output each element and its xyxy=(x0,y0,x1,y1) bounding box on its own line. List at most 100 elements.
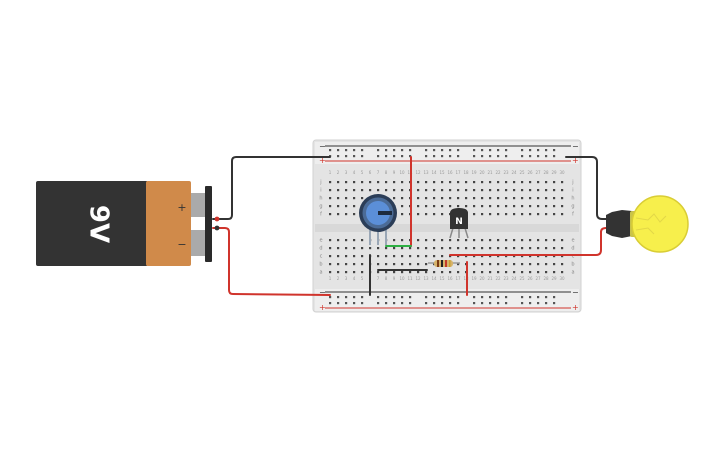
battery-terminal-minus[interactable] xyxy=(191,230,205,256)
terminal-hole[interactable] xyxy=(433,205,436,208)
rail-hole[interactable] xyxy=(337,149,340,152)
rail-hole[interactable] xyxy=(545,296,548,299)
rail-hole[interactable] xyxy=(377,155,380,158)
terminal-hole[interactable] xyxy=(369,189,372,192)
rail-hole[interactable] xyxy=(377,149,380,152)
terminal-hole[interactable] xyxy=(425,205,428,208)
terminal-hole[interactable] xyxy=(361,181,364,184)
terminal-hole[interactable] xyxy=(449,271,452,274)
breadboard-holes[interactable] xyxy=(329,149,564,305)
terminal-hole[interactable] xyxy=(489,239,492,242)
terminal-hole[interactable] xyxy=(425,263,428,266)
terminal-hole[interactable] xyxy=(489,213,492,216)
terminal-hole[interactable] xyxy=(473,197,476,200)
terminal-hole[interactable] xyxy=(481,263,484,266)
terminal-hole[interactable] xyxy=(337,247,340,250)
wire-red-battery-to-rail[interactable] xyxy=(212,227,331,296)
terminal-hole[interactable] xyxy=(481,181,484,184)
terminal-hole[interactable] xyxy=(353,239,356,242)
terminal-hole[interactable] xyxy=(505,213,508,216)
terminal-hole[interactable] xyxy=(473,271,476,274)
terminal-hole[interactable] xyxy=(505,247,508,250)
terminal-hole[interactable] xyxy=(417,197,420,200)
rail-hole[interactable] xyxy=(449,149,452,152)
rail-hole[interactable] xyxy=(361,155,364,158)
terminal-hole[interactable] xyxy=(529,205,532,208)
terminal-hole[interactable] xyxy=(481,197,484,200)
terminal-hole[interactable] xyxy=(521,271,524,274)
rail-hole[interactable] xyxy=(329,302,332,305)
rail-hole[interactable] xyxy=(441,296,444,299)
terminal-hole[interactable] xyxy=(537,255,540,258)
terminal-hole[interactable] xyxy=(385,247,388,250)
terminal-hole[interactable] xyxy=(345,205,348,208)
terminal-hole[interactable] xyxy=(425,213,428,216)
terminal-hole[interactable] xyxy=(481,205,484,208)
terminal-hole[interactable] xyxy=(369,247,372,250)
terminal-hole[interactable] xyxy=(433,189,436,192)
rail-hole[interactable] xyxy=(497,155,500,158)
terminal-hole[interactable] xyxy=(481,247,484,250)
terminal-hole[interactable] xyxy=(329,197,332,200)
terminal-hole[interactable] xyxy=(337,263,340,266)
terminal-hole[interactable] xyxy=(545,205,548,208)
terminal-hole[interactable] xyxy=(497,213,500,216)
rail-hole[interactable] xyxy=(473,155,476,158)
terminal-hole[interactable] xyxy=(553,263,556,266)
terminal-hole[interactable] xyxy=(513,205,516,208)
terminal-hole[interactable] xyxy=(425,189,428,192)
rail-hole[interactable] xyxy=(449,302,452,305)
terminal-hole[interactable] xyxy=(473,239,476,242)
rail-hole[interactable] xyxy=(353,296,356,299)
terminal-hole[interactable] xyxy=(561,205,564,208)
terminal-hole[interactable] xyxy=(337,255,340,258)
terminal-hole[interactable] xyxy=(473,213,476,216)
battery-9v[interactable]: 9V + − xyxy=(36,181,220,266)
terminal-hole[interactable] xyxy=(361,197,364,200)
terminal-hole[interactable] xyxy=(329,239,332,242)
terminal-hole[interactable] xyxy=(393,255,396,258)
terminal-hole[interactable] xyxy=(401,263,404,266)
terminal-hole[interactable] xyxy=(449,255,452,258)
terminal-hole[interactable] xyxy=(401,239,404,242)
rail-hole[interactable] xyxy=(409,296,412,299)
rail-hole[interactable] xyxy=(361,149,364,152)
rail-hole[interactable] xyxy=(545,149,548,152)
terminal-hole[interactable] xyxy=(505,189,508,192)
terminal-hole[interactable] xyxy=(489,263,492,266)
terminal-hole[interactable] xyxy=(353,255,356,258)
rail-hole[interactable] xyxy=(361,302,364,305)
terminal-hole[interactable] xyxy=(561,255,564,258)
rail-hole[interactable] xyxy=(489,149,492,152)
terminal-hole[interactable] xyxy=(401,197,404,200)
wire-red-to-bulb[interactable] xyxy=(449,227,612,256)
terminal-hole[interactable] xyxy=(337,181,340,184)
terminal-hole[interactable] xyxy=(465,189,468,192)
terminal-hole[interactable] xyxy=(449,197,452,200)
rail-hole[interactable] xyxy=(521,155,524,158)
terminal-hole[interactable] xyxy=(457,189,460,192)
terminal-hole[interactable] xyxy=(401,271,404,274)
rail-hole[interactable] xyxy=(433,155,436,158)
terminal-hole[interactable] xyxy=(401,205,404,208)
rail-hole[interactable] xyxy=(433,149,436,152)
rail-hole[interactable] xyxy=(393,149,396,152)
terminal-hole[interactable] xyxy=(561,213,564,216)
terminal-hole[interactable] xyxy=(473,181,476,184)
rail-hole[interactable] xyxy=(337,155,340,158)
terminal-hole[interactable] xyxy=(545,263,548,266)
rail-hole[interactable] xyxy=(481,155,484,158)
terminal-hole[interactable] xyxy=(561,271,564,274)
terminal-hole[interactable] xyxy=(473,263,476,266)
terminal-hole[interactable] xyxy=(409,247,412,250)
terminal-hole[interactable] xyxy=(473,247,476,250)
battery-terminal-plus[interactable] xyxy=(191,193,205,217)
rail-hole[interactable] xyxy=(337,296,340,299)
rail-hole[interactable] xyxy=(553,149,556,152)
terminal-hole[interactable] xyxy=(393,271,396,274)
rail-hole[interactable] xyxy=(401,155,404,158)
terminal-hole[interactable] xyxy=(537,263,540,266)
rail-hole[interactable] xyxy=(505,155,508,158)
terminal-hole[interactable] xyxy=(497,263,500,266)
